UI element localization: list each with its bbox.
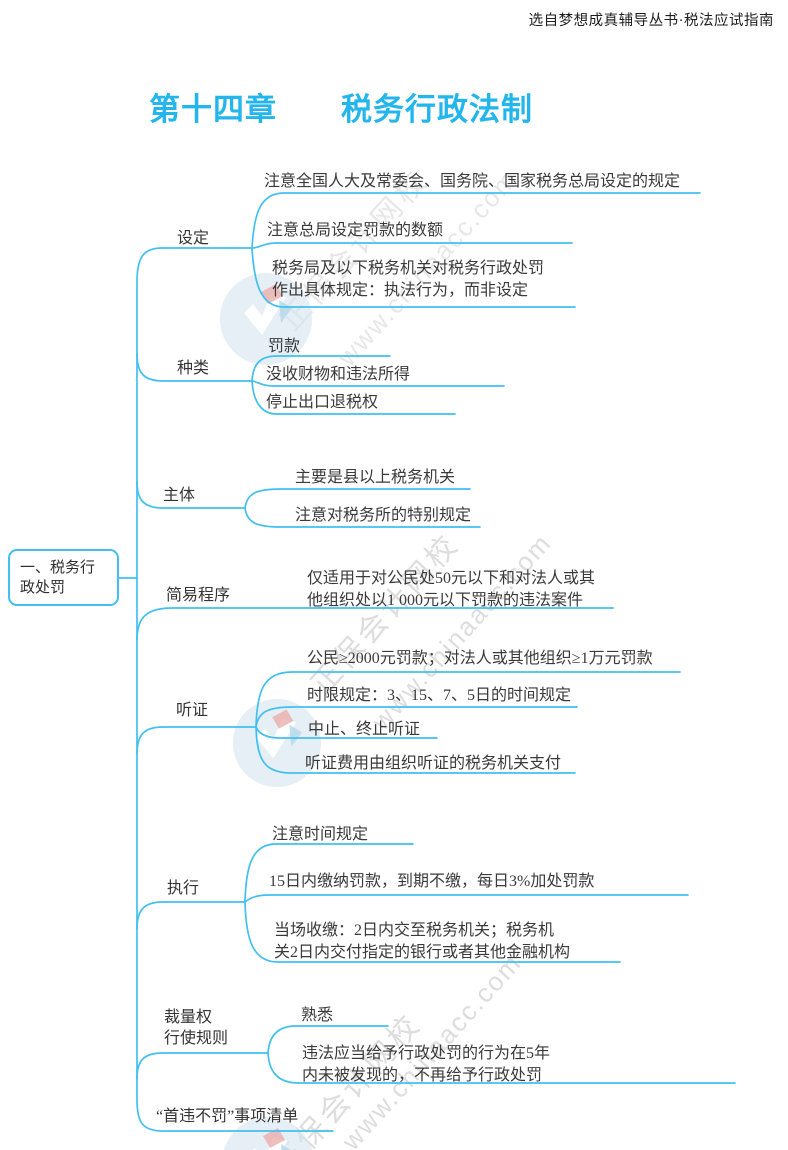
branch-label-cailiangquan: 裁量权 行使规则 bbox=[164, 1009, 229, 1047]
root-node: 一、税务行政处罚 bbox=[8, 549, 119, 606]
connector-leaf bbox=[267, 1052, 736, 1084]
leaf-node: 税务局及以下税务机关对税务行政处罚 作出具体规定：执法行为，而非设定 bbox=[272, 260, 545, 299]
branch-label-zhuti: 主体 bbox=[163, 487, 196, 504]
connector-leaf bbox=[255, 706, 578, 728]
leaf-node: 主要是县以上税务机关 bbox=[295, 469, 456, 486]
leaf-node: 15日内缴纳罚款，到期不缴，每日3%加处罚款 bbox=[269, 873, 595, 890]
connector-branch-tingzheng bbox=[136, 726, 257, 755]
connector-leaf bbox=[255, 671, 681, 728]
chapter-title: 第十四章 税务行政法制 bbox=[149, 92, 533, 127]
connector-leaf bbox=[267, 1025, 389, 1054]
connector-leaf bbox=[251, 355, 391, 382]
leaf-node: 没收财物和违法所得 bbox=[266, 366, 411, 383]
branch-label-zhixing: 执行 bbox=[167, 880, 200, 897]
connector-leaf bbox=[244, 507, 481, 528]
connector-branch-zhuti bbox=[136, 481, 246, 509]
leaf-node: 罚款 bbox=[268, 338, 301, 355]
connector-leaf bbox=[244, 488, 471, 509]
leaf-node: 停止出口退税权 bbox=[266, 394, 379, 411]
leaf-node: 当场收缴：2日内交至税务机关；税务机 关2日内交付指定的银行或者其他金融机构 bbox=[274, 922, 571, 961]
connector-leaf bbox=[244, 843, 414, 903]
leaf-node: 注意对税务所的特别规定 bbox=[295, 507, 472, 524]
connector-leaf bbox=[251, 380, 505, 387]
leaf-node: 中止、终止听证 bbox=[308, 721, 421, 738]
connector-branch-zhonglei bbox=[136, 353, 253, 382]
connector-trunk bbox=[136, 247, 334, 1132]
connector-leaf bbox=[251, 242, 573, 249]
connector-leaf bbox=[244, 894, 689, 903]
connector-leaf bbox=[255, 726, 576, 774]
book-source-caption: 选自梦想成真辅导丛书·税法应试指南 bbox=[528, 13, 774, 29]
connector-leaf bbox=[251, 380, 456, 415]
connector-leaf bbox=[251, 192, 701, 249]
branch-label-sheding: 设定 bbox=[177, 230, 210, 247]
leaf-node: 时限规定：3、15、7、5日的时间规定 bbox=[307, 687, 572, 704]
connector-leaf bbox=[244, 901, 621, 963]
leaf-node: 熟悉 bbox=[301, 1007, 334, 1024]
leaf-node: 听证费用由组织听证的税务机关支付 bbox=[305, 755, 562, 772]
connector-branch-cailiang bbox=[136, 1052, 269, 1080]
connector-leaf bbox=[255, 726, 438, 739]
root-node-label: 一、税务行政处罚 bbox=[20, 559, 96, 596]
branch-label-tingzheng: 听证 bbox=[176, 702, 209, 719]
branch-label-shouweibufa: “首违不罚”事项清单 bbox=[156, 1108, 299, 1125]
connector-branch-jianyi bbox=[136, 607, 614, 641]
leaf-node: 注意时间规定 bbox=[272, 826, 369, 843]
connector-branch-zhixing bbox=[136, 901, 246, 930]
leaf-node: 公民≥2000元罚款；对法人或其他组织≥1万元罚款 bbox=[307, 650, 653, 667]
connector-leaf bbox=[251, 247, 576, 308]
branch-label-jianyichengxu: 简易程序 bbox=[166, 587, 231, 604]
leaf-node: 注意总局设定罚款的数额 bbox=[267, 222, 444, 239]
branch-label-zhonglei: 种类 bbox=[177, 360, 210, 377]
leaf-node: 仅适用于对公民处50元以下和对法人或其 他组织处以1 000元以下罚款的违法案件 bbox=[307, 570, 596, 609]
leaf-node: 违法应当给予行政处罚的行为在5年 内未被发现的，不再给予行政处罚 bbox=[302, 1045, 551, 1084]
leaf-node: 注意全国人大及常委会、国务院、国家税务总局设定的规定 bbox=[264, 173, 681, 190]
